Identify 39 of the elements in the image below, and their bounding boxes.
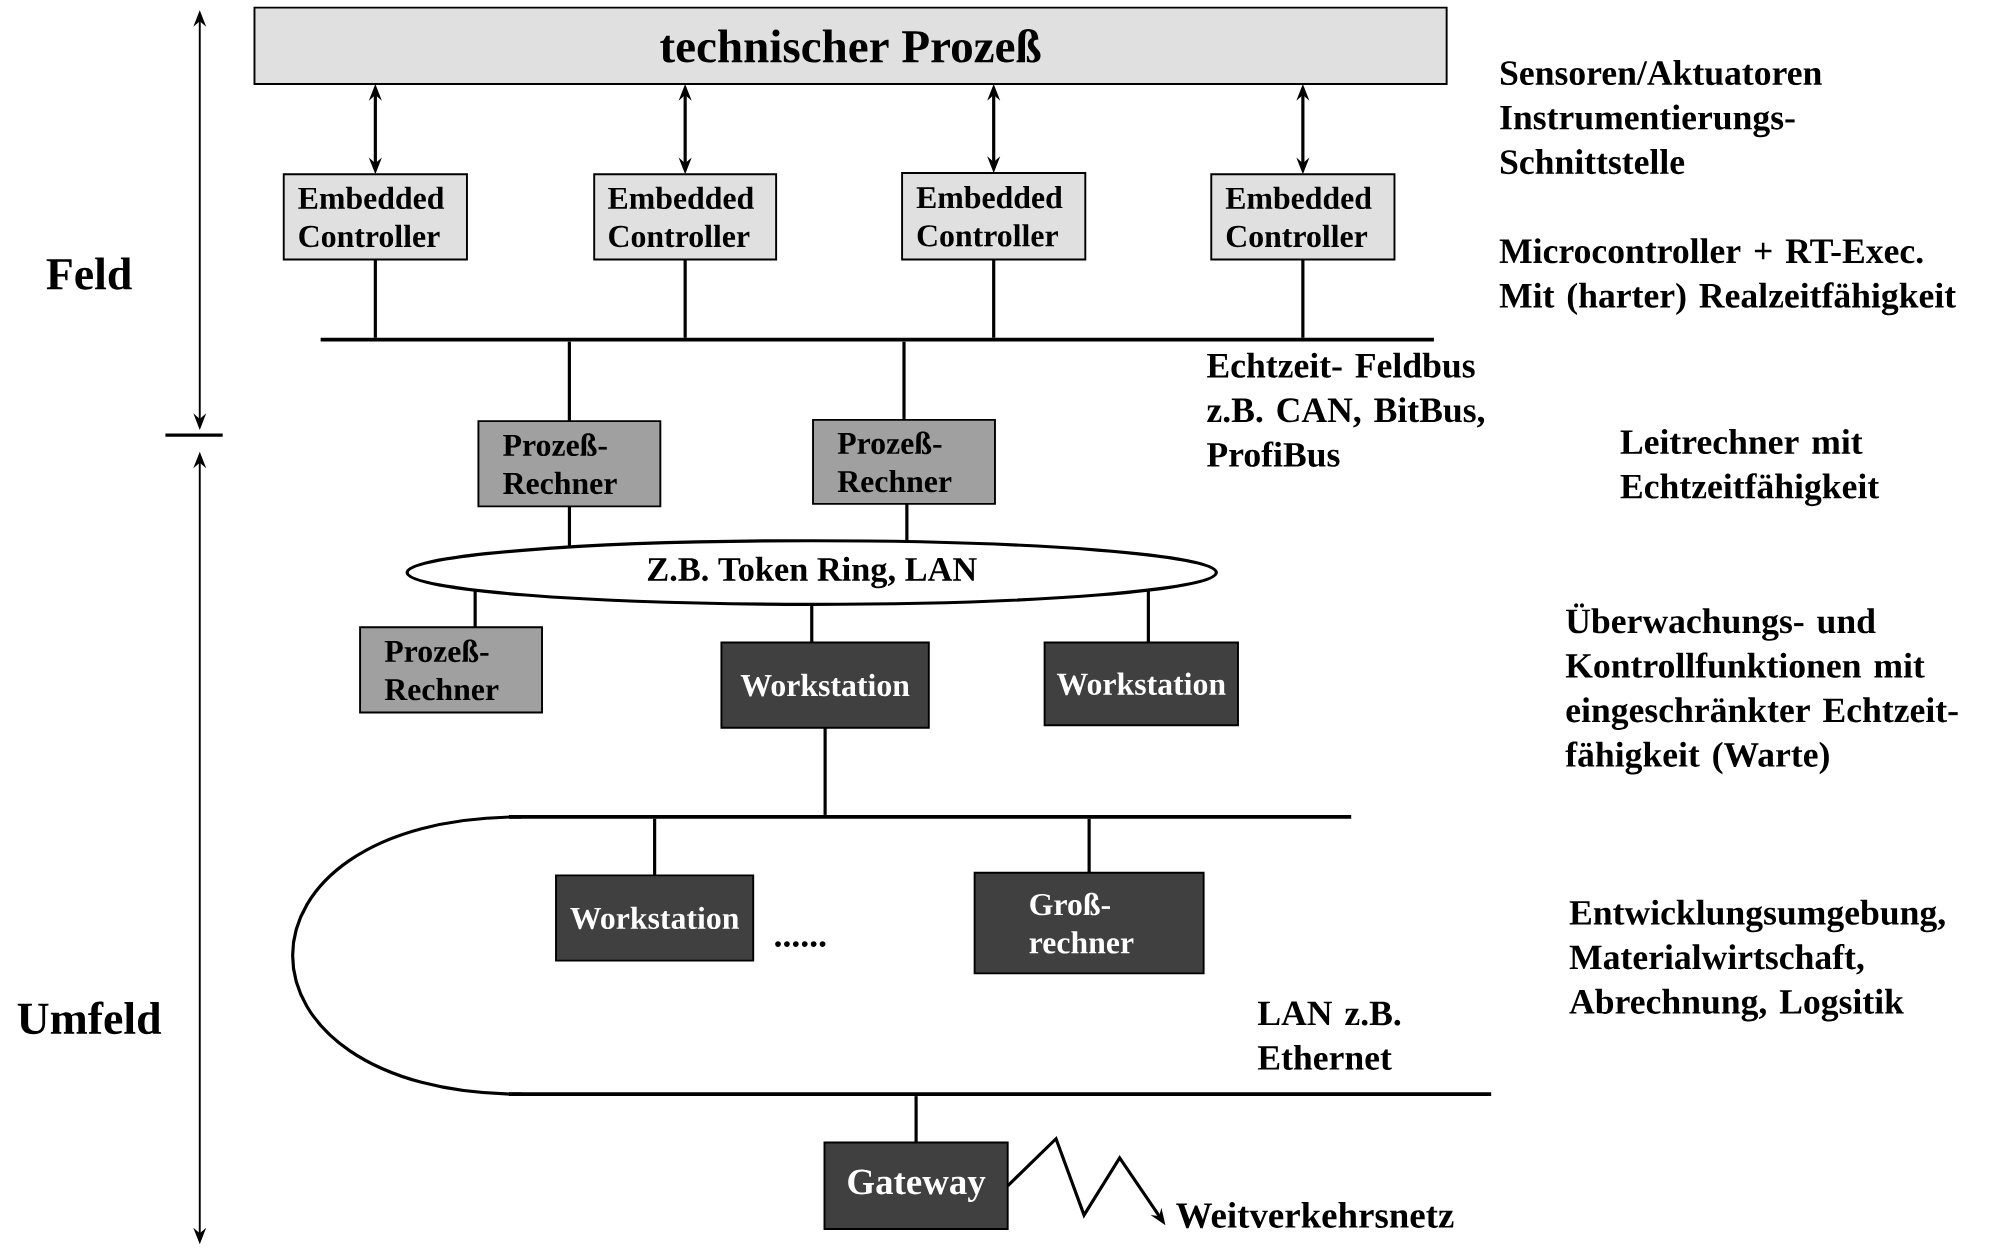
computer-box: Groß- rechner [973, 871, 1205, 975]
zone-label: Feld [46, 257, 132, 290]
connector-line [373, 259, 377, 338]
annotation-text: Sensoren/Aktuatoren Instrumentierungs- Schnittstelle [1500, 59, 1822, 174]
workstation-box: Workstation [1043, 641, 1239, 726]
connector-line [810, 604, 814, 643]
connector-line [683, 259, 687, 338]
controller-box: Embedded Controller [593, 173, 778, 261]
annotation-text: Überwachungs- und Kontrollfunktionen mit eingeschränkter Echtzeit- fähigkeit (Warte) [1565, 603, 1958, 775]
connector-line [567, 341, 571, 421]
connector-line [992, 259, 996, 338]
annotation-text: Entwicklungsumgebung, Materialwirtschaft, Abrechnung, Logsitik [1569, 899, 1945, 1022]
computer-box: Prozeß- Rechner [812, 418, 996, 505]
connector-line [1087, 818, 1091, 873]
connector-line [905, 503, 909, 542]
workstation-box: Workstation [555, 874, 755, 962]
bus-label: Echtzeit- Feldbus z.B. CAN, BitBus, ProfiBus [1207, 352, 1485, 467]
gateway-box: Gateway [823, 1141, 1009, 1230]
computer-box: Prozeß- Rechner [359, 626, 543, 714]
connector-line [902, 341, 906, 420]
connector-line [823, 727, 827, 815]
controller-box: Embedded Controller [901, 171, 1087, 261]
connector-line [1146, 590, 1150, 643]
controller-box: Embedded Controller [282, 173, 468, 261]
connector-line [653, 818, 657, 876]
annotation-text: Leitrechner mit Echtzeitfähigkeit [1620, 428, 1880, 506]
bus-label: LAN z.B. Ethernet [1257, 1001, 1401, 1070]
annotation-text: Microcontroller + RT-Exec. Mit (harter) Realzeitfähigkeit [1499, 237, 1956, 316]
destination-label: Weitverkehrsnetz [1176, 1201, 1454, 1228]
connector-line [1301, 259, 1305, 338]
connector-line [473, 590, 477, 628]
controller-box: Embedded Controller [1210, 173, 1396, 261]
computer-box: Prozeß- Rechner [477, 419, 662, 508]
connector-line [914, 1095, 918, 1143]
network-loop [291, 815, 522, 1096]
connector-line [567, 506, 572, 547]
workstation-box: Workstation [720, 641, 930, 729]
process-banner: technischer Prozeß [253, 6, 1448, 85]
zone-label: Umfeld [17, 1001, 162, 1034]
